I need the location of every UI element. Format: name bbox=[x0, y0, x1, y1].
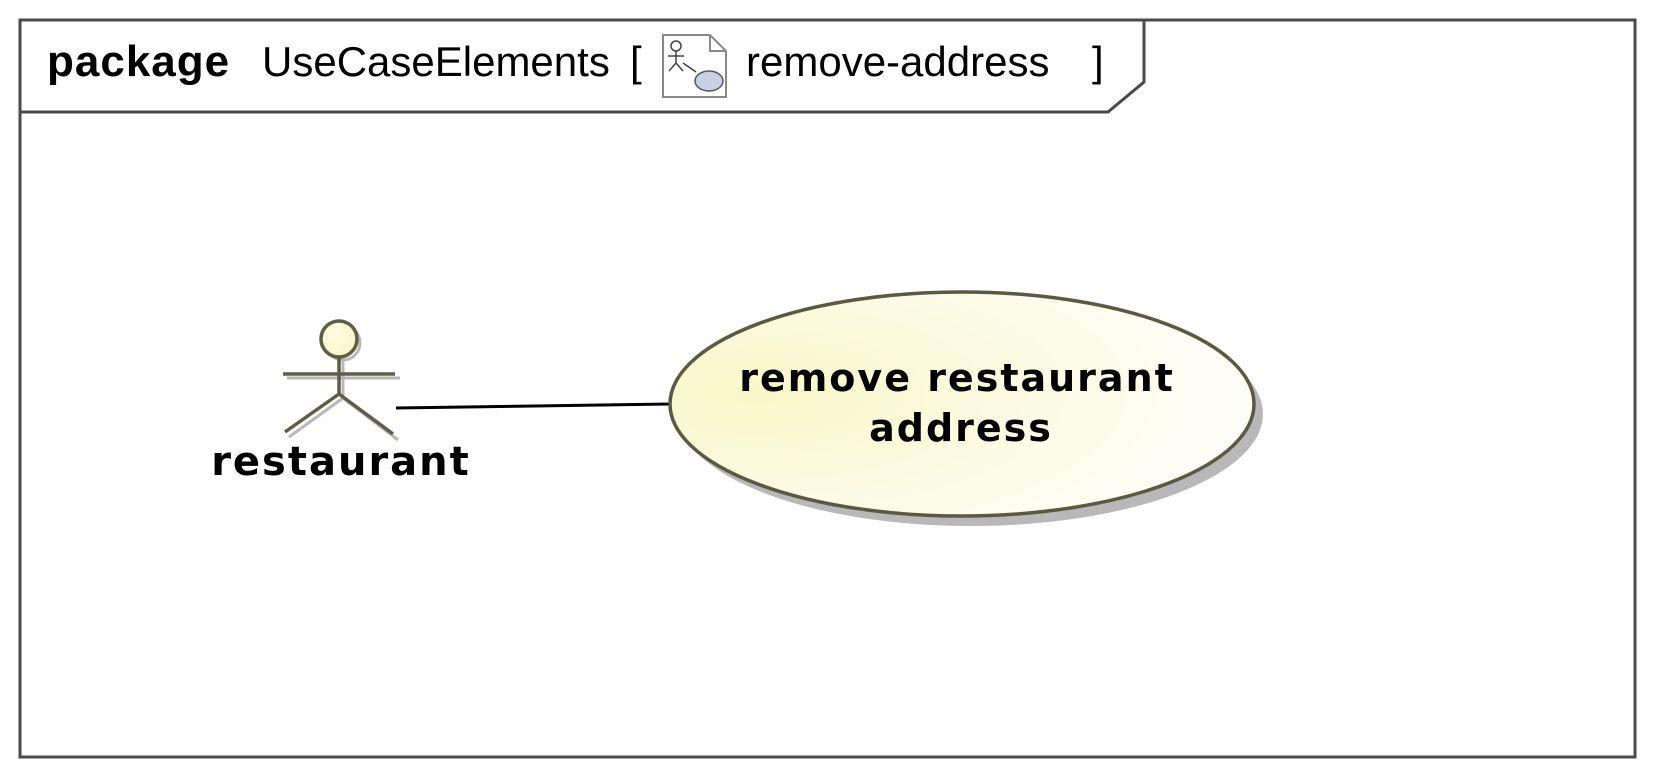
use-case-diagram-icon bbox=[662, 34, 727, 98]
use-case-remove-restaurant-address[interactable]: remove restaurant address bbox=[668, 290, 1263, 526]
use-case-label-line1: remove restaurant bbox=[739, 356, 1175, 400]
actor-label: restaurant bbox=[211, 439, 471, 485]
use-case-ellipse bbox=[668, 290, 1256, 518]
actor-restaurant[interactable]: restaurant bbox=[211, 319, 471, 485]
frame-close-bracket: ] bbox=[1092, 38, 1104, 85]
frame-package-name: UseCaseElements bbox=[262, 38, 610, 85]
frame-open-bracket: [ bbox=[630, 38, 642, 85]
use-case-label-line2: address bbox=[869, 406, 1053, 450]
frame-diagram-name: remove-address bbox=[746, 38, 1049, 85]
association-line[interactable] bbox=[395, 402, 672, 410]
stick-figure-icon bbox=[283, 319, 395, 436]
frame-heading-tab bbox=[20, 20, 1146, 114]
frame-keyword: package bbox=[47, 37, 230, 86]
